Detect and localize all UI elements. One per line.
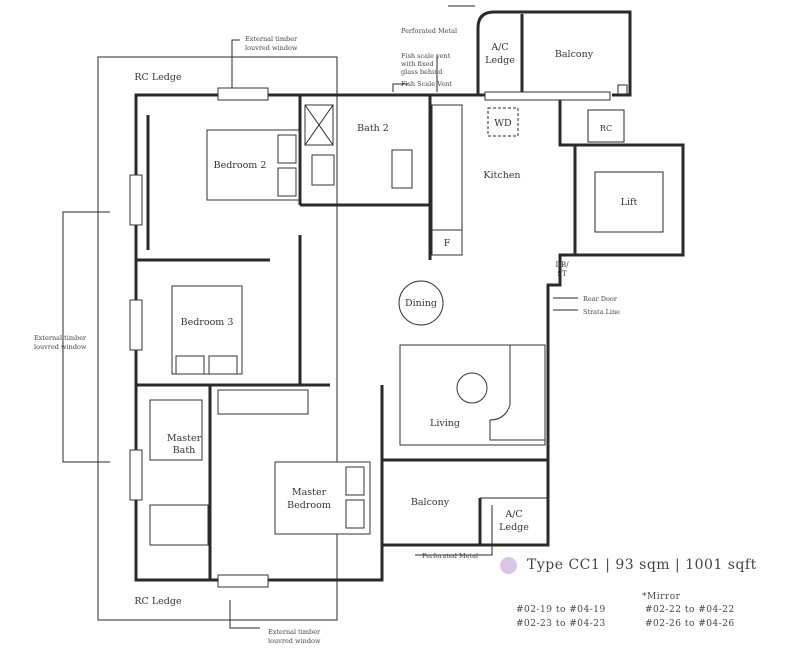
note-ext-window-top: External timber: [245, 35, 298, 43]
label-bath2: Bath 2: [357, 123, 389, 134]
note-perforated-metal-top: Perforated Metal: [401, 27, 457, 35]
unit-range: #02-19 to #04-19: [516, 605, 606, 615]
label-master-bedroom: Master: [292, 487, 327, 498]
window-top: [217, 87, 269, 101]
unit-outer-wall: [134, 93, 577, 582]
label-kitchen: Kitchen: [483, 170, 520, 181]
mirror-label: *Mirror: [642, 592, 681, 602]
label-master-bath-2: Bath: [173, 445, 196, 456]
top-balcony-wall: [476, 10, 632, 97]
label-master-bedroom-2: Bedroom: [287, 500, 331, 511]
drain-box: [617, 84, 628, 95]
lift-car: [594, 171, 664, 233]
label-ac-ledge-top: A/C: [490, 42, 508, 53]
unit-range: #02-22 to #04-22: [645, 605, 735, 615]
note-ext-window-left-2: louvred window: [34, 343, 87, 351]
unit-list-right: #02-22 to #04-22 #02-26 to #04-26: [645, 603, 735, 631]
label-balcony-top: Balcony: [555, 49, 594, 60]
interior-walls: [136, 95, 432, 580]
window-bottom: [217, 574, 269, 588]
note-fish-scale-vent: Fish Scale Vent: [401, 80, 452, 88]
master-bath-toilet: [149, 399, 203, 461]
label-rc-ledge-top: RC Ledge: [134, 72, 182, 83]
note-strata-line: Strata Line: [583, 308, 620, 316]
note-ext-window-left: External timber: [34, 334, 87, 342]
toilet-bath2: [391, 149, 413, 189]
note-fish-vent-glass: Fish scale vent: [401, 52, 451, 60]
label-dining: Dining: [405, 298, 437, 309]
window-balcony: [484, 91, 611, 101]
note-perforated-metal-bottom: Perforated Metal: [422, 552, 478, 560]
rc-ledge-outline: [97, 56, 338, 621]
label-ac-ledge-bottom-2: Ledge: [499, 522, 529, 533]
label-balcony-bottom: Balcony: [411, 497, 450, 508]
label-living: Living: [430, 418, 460, 429]
label-bedroom2: Bedroom 2: [214, 160, 267, 171]
label-dbst-2: ST: [557, 270, 567, 278]
unit-range: #02-26 to #04-26: [645, 619, 735, 629]
label-fridge: F: [444, 238, 451, 249]
note-ext-window-top-2: louvred window: [245, 44, 298, 52]
label-ac-ledge-bottom: A/C: [504, 509, 522, 520]
sofa: [489, 344, 546, 441]
label-rc-ledge-bottom: RC Ledge: [134, 596, 182, 607]
unit-range: #02-23 to #04-23: [516, 619, 606, 629]
label-bedroom3: Bedroom 3: [181, 317, 234, 328]
note-fish-vent-glass-2: with fixed: [401, 60, 434, 68]
basin-bath2: [311, 154, 335, 186]
washer-dryer: [487, 107, 519, 137]
note-rear-door: Rear Door: [583, 295, 618, 303]
label-wd: WD: [494, 118, 512, 129]
label-lift: Lift: [621, 197, 638, 208]
label-master-bath: Master: [167, 433, 202, 444]
fridge: [431, 229, 463, 256]
wardrobe: [217, 389, 309, 415]
master-bath-shower: [149, 504, 209, 546]
label-dbst: DB/: [555, 261, 569, 269]
label-ac-ledge-top-2: Ledge: [485, 55, 515, 66]
note-ext-window-bottom: External timber: [268, 628, 321, 636]
lift-shaft: [573, 143, 685, 257]
label-rc: RC: [600, 124, 612, 133]
rc-box: [587, 109, 625, 143]
leader-lines: [62, 5, 578, 629]
dining-table: [398, 280, 444, 326]
note-ext-window-bottom-2: louvred window: [268, 637, 321, 645]
unit-type-summary: Type CC1 | 93 sqm | 1001 sqft: [527, 557, 757, 573]
unit-list-left: #02-19 to #04-19 #02-23 to #04-23: [516, 603, 606, 631]
unit-type-color-dot: [500, 557, 517, 574]
coffee-table: [456, 372, 488, 404]
note-fish-vent-glass-3: glass behind: [401, 68, 442, 76]
bottom-balcony-wall: [380, 460, 550, 547]
